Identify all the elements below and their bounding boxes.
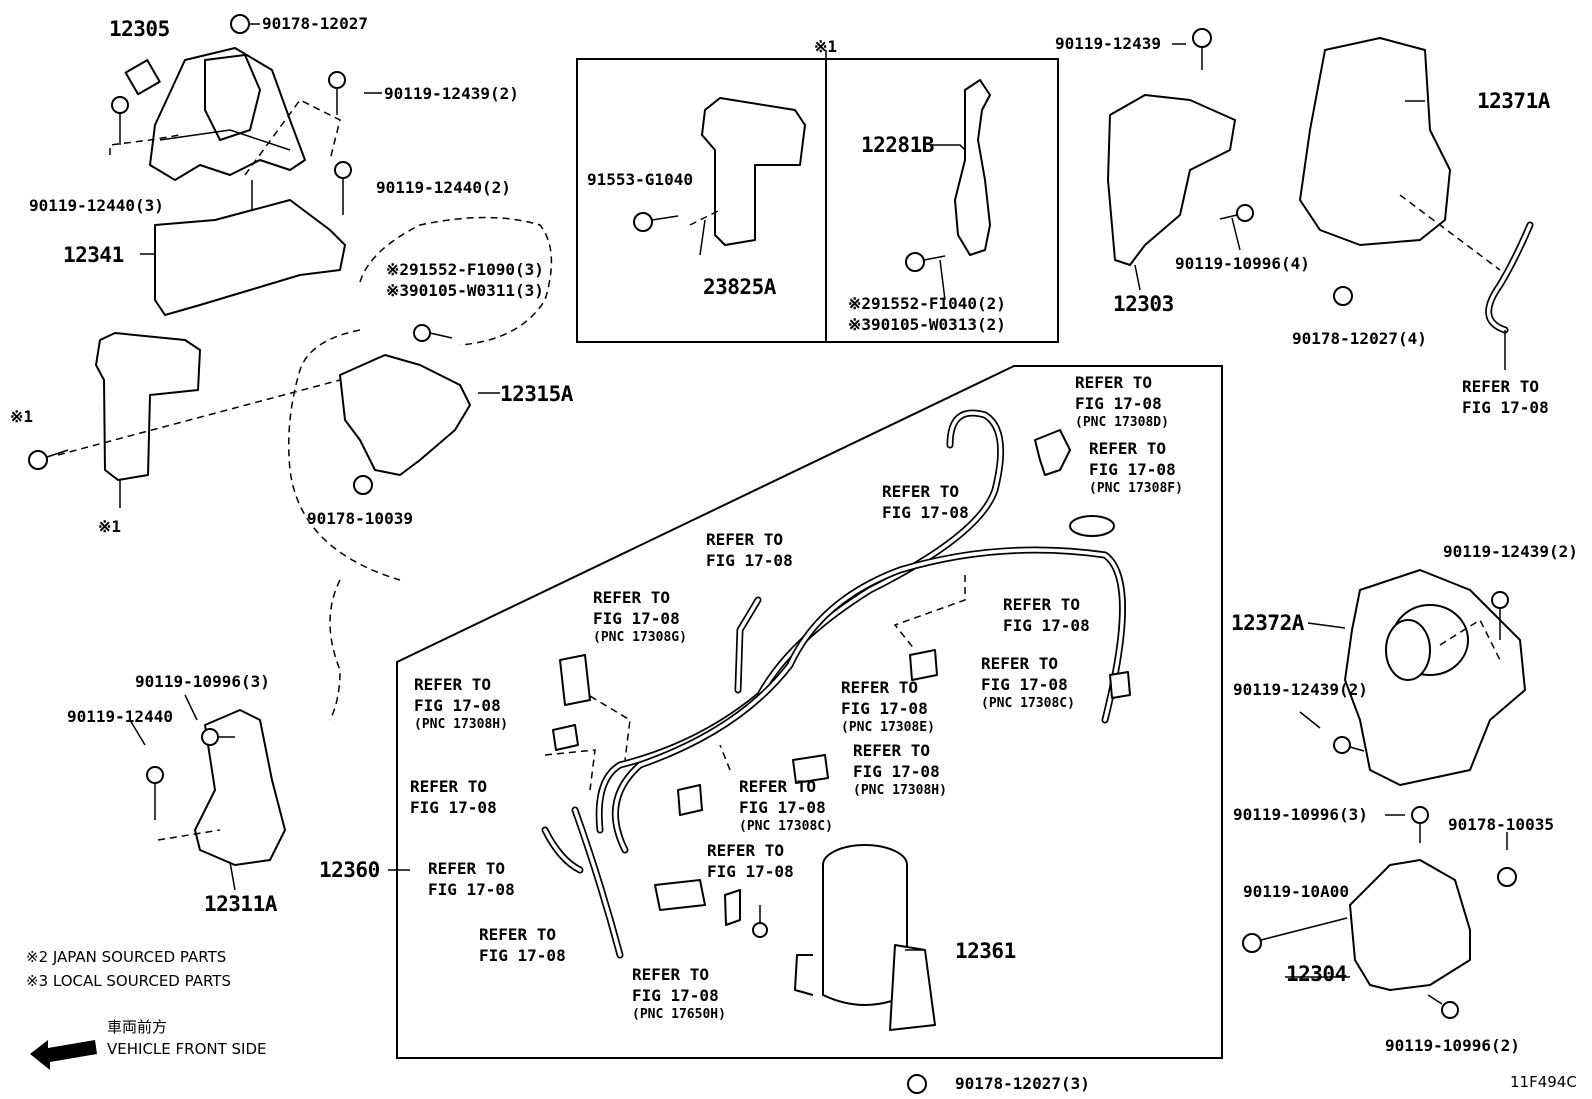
label-12305: 12305	[109, 17, 170, 41]
bracket-12311a	[194, 709, 286, 866]
vehicle-front-en: VEHICLE FRONT SIDE	[107, 1040, 267, 1058]
label-12311a: 12311A	[204, 892, 277, 916]
label-90119-12439-2-left: 90119-12439(2)	[384, 84, 519, 103]
label-90119-12439-top: 90119-12439	[1055, 34, 1161, 53]
reservoir-12361	[794, 844, 936, 1031]
label-12315a: 12315A	[500, 382, 573, 406]
label-90119-10996-4: 90119-10996(4)	[1175, 254, 1310, 273]
bracket-12315a	[339, 354, 471, 476]
mount-12305	[124, 47, 306, 212]
label-12372a: 12372A	[1231, 611, 1304, 635]
bracket-left	[95, 332, 201, 481]
bracket-12341	[154, 199, 346, 316]
label-90119-12439-2-r1: 90119-12439(2)	[1443, 542, 1578, 561]
leader-lines	[57, 23, 1508, 978]
bracket-23825a	[701, 97, 806, 246]
label-390105-w0313: ※390105-W0313(2)	[848, 315, 1006, 334]
label-90178-10039: 90178-10039	[307, 509, 413, 528]
label-12303: 12303	[1113, 292, 1174, 316]
label-90178-12027-4: 90178-12027(4)	[1292, 329, 1427, 348]
label-90119-10996-3-right: 90119-10996(3)	[1233, 805, 1368, 824]
label-12361: 12361	[955, 939, 1016, 963]
marker-1-bottom: ※1	[98, 517, 122, 536]
label-90178-12027-top: 90178-12027	[262, 14, 368, 33]
label-90119-12440-3: 90119-12440(3)	[29, 196, 164, 215]
label-90119-12440-2: 90119-12440(2)	[376, 178, 511, 197]
arrow-left-icon	[30, 1040, 97, 1070]
mount-12372a	[1344, 569, 1526, 786]
label-90119-10a00: 90119-10A00	[1243, 882, 1349, 901]
vehicle-front-jp: 車両前方	[107, 1018, 168, 1036]
clamp-icons	[552, 429, 1131, 926]
label-12341: 12341	[63, 243, 124, 267]
hose-lines	[541, 221, 1534, 959]
label-90119-12440: 90119-12440	[67, 707, 173, 726]
label-12360: 12360	[319, 858, 380, 882]
label-12304: 12304	[1286, 962, 1347, 986]
reference-box-frame	[576, 50, 1059, 343]
label-90178-10035: 90178-10035	[1448, 815, 1554, 834]
label-12281b: 12281B	[861, 133, 934, 157]
bolt-icons	[28, 14, 1517, 1094]
label-90178-12027-3: 90178-12027(3)	[955, 1074, 1090, 1093]
marker-1-left: ※1	[10, 407, 34, 426]
label-90119-10996-3-left: 90119-10996(3)	[135, 672, 270, 691]
mount-12371a	[1299, 37, 1451, 246]
label-12371a: 12371A	[1477, 89, 1550, 113]
note-local-sourced: ※3 LOCAL SOURCED PARTS	[26, 972, 231, 990]
hook-12281b	[954, 79, 991, 256]
label-291552-f1040: ※291552-F1040(2)	[848, 294, 1006, 313]
bracket-12304	[1349, 859, 1471, 991]
bracket-12303	[1107, 94, 1236, 266]
marker-1-box: ※1	[814, 37, 838, 56]
label-23825a: 23825A	[703, 275, 776, 299]
label-90119-12439-2-r2: 90119-12439(2)	[1233, 680, 1368, 699]
label-91553-g1040: 91553-G1040	[587, 170, 693, 189]
label-90119-10996-2: 90119-10996(2)	[1385, 1036, 1520, 1055]
diagram-id: 11F494C	[1510, 1073, 1577, 1091]
label-291552-f1090: ※291552-F1090(3)	[386, 260, 544, 279]
hose-group-frame	[396, 365, 1223, 1059]
note-japan-sourced: ※2 JAPAN SOURCED PARTS	[26, 948, 227, 966]
label-390105-w0311: ※390105-W0311(3)	[386, 281, 544, 300]
